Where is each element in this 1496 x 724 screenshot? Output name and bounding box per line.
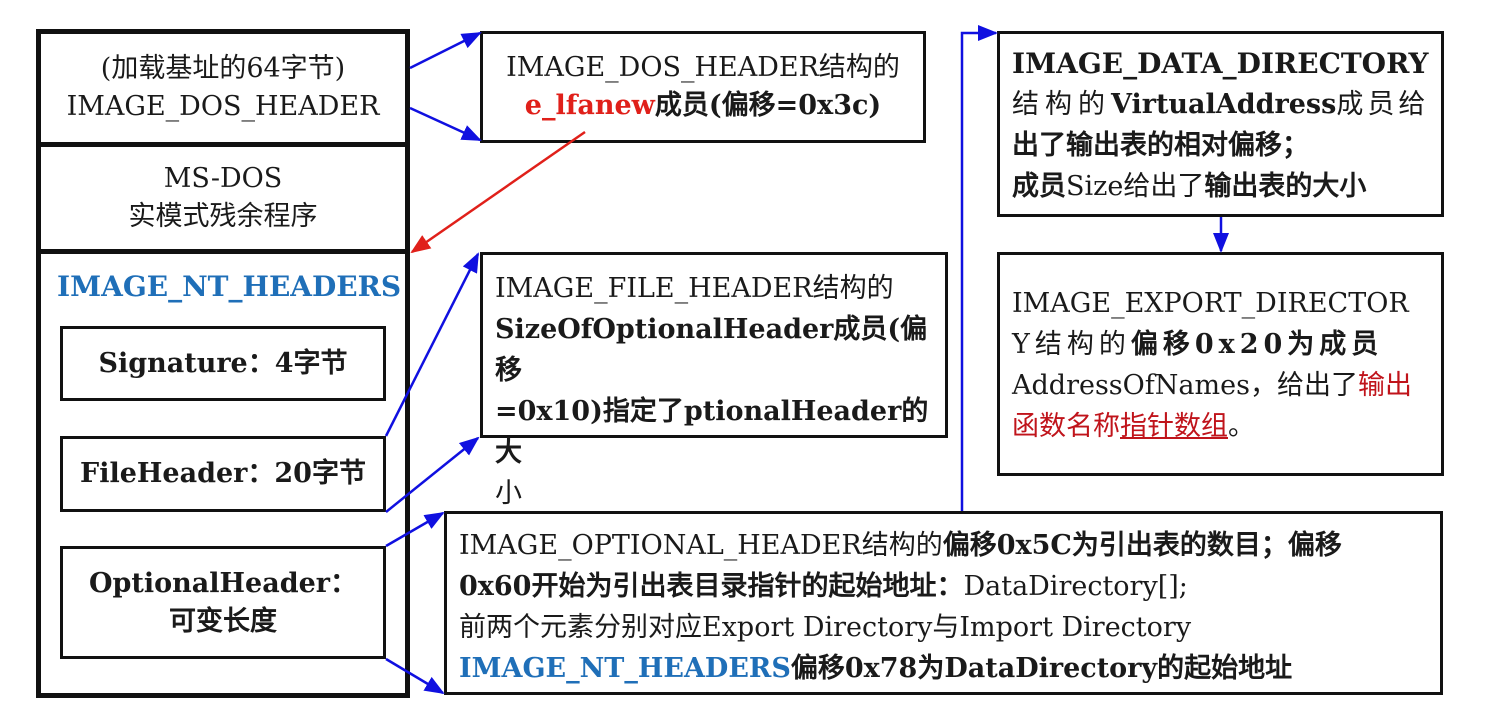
export-dir-line4: 函数名称指针数组。 (1012, 406, 1441, 447)
optional-header-label: OptionalHeader： (89, 567, 357, 599)
export-dir-func-name: 函数名称 (1012, 411, 1120, 442)
arrow-optional-to-optional-note-top (385, 511, 445, 548)
e-lfanew-field: e_lfanew (524, 90, 655, 121)
data-dir-gives: 给出了 (1123, 171, 1205, 202)
arrow-file-header-to-file-note (385, 436, 480, 513)
file-header-label: FileHeader：20字节 (80, 458, 366, 489)
data-dir-line2: 结构的VirtualAddress成员给 (1012, 84, 1441, 125)
file-note-line2: SizeOfOptionalHeader成员(偏移 (495, 314, 928, 386)
arrow-signature-to-file-note (384, 252, 480, 437)
export-dir-output: 输出 (1357, 370, 1412, 401)
data-dir-member: 成员给 (1336, 89, 1430, 120)
optional-header-note: IMAGE_OPTIONAL_HEADER结构的偏移0x5C为引出表的数目；偏移… (444, 511, 1443, 695)
file-note-line3: =0x10)指定了ptionalHeader的大 (495, 396, 929, 468)
dos-stub-desc: 实模式残余程序 (128, 201, 318, 232)
data-dir-export-size: 输出表的大小 (1204, 171, 1367, 202)
dos-stub-box: MS-DOS 实模式残余程序 (36, 142, 410, 254)
optional-note-line3: 前两个元素分别对应Export Directory与Import Directo… (459, 612, 1192, 643)
e-lfanew-desc: 成员(偏移=0x3c) (654, 90, 882, 121)
dos-header-box: (加载基址的64字节) IMAGE_DOS_HEADER (36, 29, 410, 147)
data-dir-member2: 成员 (1012, 171, 1066, 202)
optional-note-line4: IMAGE_NT_HEADERS偏移0x78为DataDirectory的起始地… (459, 648, 1440, 689)
arrow-e-lfanew-to-nt-headers (410, 130, 586, 254)
data-dir-line4: 成员Size给出了输出表的大小 (1012, 166, 1441, 207)
optional-note-nt-headers: IMAGE_NT_HEADERS (459, 653, 791, 684)
optional-note-offset-60: 0x60开始为引出表目录指针的起始地址： (459, 571, 964, 602)
arrow-dos-header-to-note-bottom (409, 106, 482, 142)
export-dir-line2: Y结构的偏移0x20为成员 (1012, 324, 1441, 365)
export-dir-line3: AddressOfNames，给出了输出 (1012, 365, 1441, 406)
data-directory-note: IMAGE_DATA_DIRECTORY 结构的VirtualAddress成员… (997, 31, 1444, 217)
export-dir-struct: Y结构的 (1012, 329, 1131, 360)
optional-note-datadirectory: DataDirectory[]; (963, 571, 1188, 602)
export-directory-note: IMAGE_EXPORT_DIRECTOR Y结构的偏移0x20为成员 Addr… (997, 252, 1444, 476)
dos-header-note: IMAGE_DOS_HEADER结构的 e_lfanew成员(偏移=0x3c) (480, 31, 926, 143)
optional-note-offset-5c: 偏移0x5C为引出表的数目；偏移 (942, 530, 1342, 561)
export-dir-period: 。 (1228, 411, 1255, 442)
data-dir-size: Size (1066, 171, 1124, 202)
signature-label: Signature：4字节 (98, 347, 348, 379)
file-header-note: IMAGE_FILE_HEADER结构的 SizeOfOptionalHeade… (480, 252, 948, 509)
arrow-optional-note-to-data-directory (960, 25, 998, 511)
data-dir-line1: IMAGE_DATA_DIRECTORY (1012, 47, 1429, 80)
dos-header-name: IMAGE_DOS_HEADER (66, 91, 380, 122)
export-dir-offset-20: 偏移0x20为成员 (1130, 329, 1384, 360)
signature-box: Signature：4字节 (60, 326, 386, 401)
file-note-line1: IMAGE_FILE_HEADER结构的 (495, 273, 894, 304)
optional-header-box: OptionalHeader： 可变长度 (60, 546, 386, 659)
arrow-optional-to-optional-note-bottom (385, 657, 445, 695)
optional-note-offset-78: 偏移0x78为DataDirectory的起始地址 (790, 653, 1293, 684)
data-dir-virtualaddress: VirtualAddress (1111, 89, 1337, 120)
file-note-line4: 小 (495, 478, 522, 509)
arrow-dos-header-to-note-top (409, 31, 482, 70)
data-dir-line3: 出了输出表的相对偏移； (1012, 130, 1309, 161)
nt-headers-title: IMAGE_NT_HEADERS (57, 270, 402, 303)
export-dir-line1: IMAGE_EXPORT_DIRECTOR (1012, 288, 1409, 319)
optional-note-line1: IMAGE_OPTIONAL_HEADER结构的偏移0x5C为引出表的数目；偏移 (459, 525, 1440, 566)
dos-note-line1: IMAGE_DOS_HEADER结构的 (506, 52, 900, 83)
dos-note-line2: e_lfanew成员(偏移=0x3c) (525, 87, 881, 125)
export-dir-pointer-array: 指针数组 (1120, 411, 1228, 442)
optional-note-struct: IMAGE_OPTIONAL_HEADER结构的 (459, 530, 943, 561)
data-dir-struct: 结构的 (1012, 89, 1111, 120)
file-header-box: FileHeader：20字节 (60, 436, 386, 512)
export-dir-addressofnames: AddressOfNames，给出了 (1012, 370, 1358, 401)
dos-header-size-label: (加载基址的64字节) (100, 53, 346, 84)
optional-note-line2: 0x60开始为引出表目录指针的起始地址：DataDirectory[]; (459, 566, 1440, 607)
optional-header-size: 可变长度 (169, 605, 277, 637)
dos-stub-name: MS-DOS (163, 163, 283, 194)
